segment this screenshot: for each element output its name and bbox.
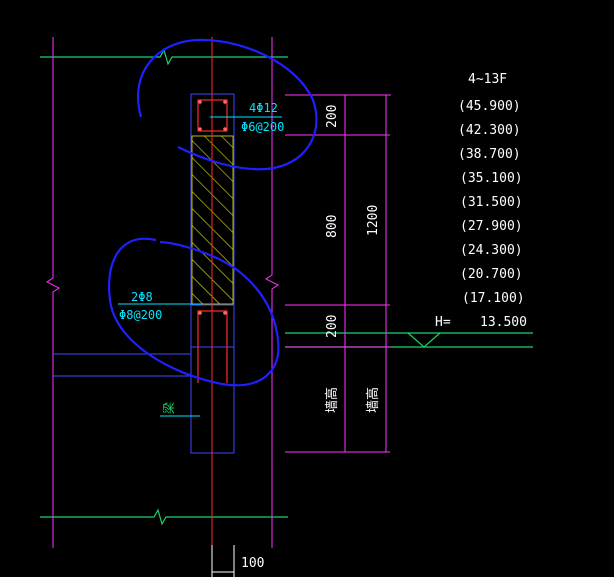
level-value: (45.900) bbox=[458, 99, 521, 114]
markup-circles bbox=[108, 38, 318, 387]
rebar-dots bbox=[198, 100, 227, 315]
markup-circle-top bbox=[136, 38, 318, 171]
grid-lines bbox=[40, 48, 533, 526]
level-value: (17.100) bbox=[462, 291, 525, 306]
dim-total: 1200 bbox=[366, 205, 381, 236]
level-value: (38.700) bbox=[458, 147, 521, 162]
top-grid-line bbox=[40, 48, 288, 66]
base-level-value: 13.500 bbox=[480, 315, 527, 330]
bottom-main-rebar-label: 2Φ8 bbox=[131, 290, 153, 304]
top-main-rebar-label: 4Φ12 bbox=[249, 101, 278, 115]
level-value: (35.100) bbox=[460, 171, 523, 186]
right-edge-line bbox=[265, 37, 279, 548]
level-value: (20.700) bbox=[460, 267, 523, 282]
dim-top: 200 bbox=[325, 105, 340, 128]
level-value: (42.300) bbox=[458, 123, 521, 138]
leader-lines bbox=[118, 116, 282, 417]
base-level-label: H= bbox=[435, 315, 451, 330]
width-dimension bbox=[211, 545, 235, 577]
level-marker-triangle bbox=[407, 332, 441, 348]
level-value: (31.500) bbox=[460, 195, 523, 210]
dim-below-b: 墙高 bbox=[365, 387, 381, 413]
dimension-lines bbox=[46, 37, 391, 548]
markup-circle-bottom bbox=[108, 237, 280, 387]
left-edge-line bbox=[46, 37, 60, 548]
dim-middle: 800 bbox=[325, 215, 340, 238]
top-stirrup-label: Φ6@200 bbox=[241, 120, 284, 134]
level-value: (24.300) bbox=[460, 243, 523, 258]
side-label: 梁 bbox=[161, 402, 176, 414]
bottom-stirrup-label: Φ8@200 bbox=[119, 308, 162, 322]
dim-width: 100 bbox=[241, 556, 264, 571]
dim-below-a: 墙高 bbox=[324, 387, 340, 413]
bottom-grid-line bbox=[40, 508, 288, 526]
dim-bottom: 200 bbox=[325, 315, 340, 338]
level-value: (27.900) bbox=[460, 219, 523, 234]
floor-range-title: 4~13F bbox=[468, 72, 507, 87]
level-list: (45.900) (42.300) (38.700) (35.100) (31.… bbox=[458, 99, 525, 306]
